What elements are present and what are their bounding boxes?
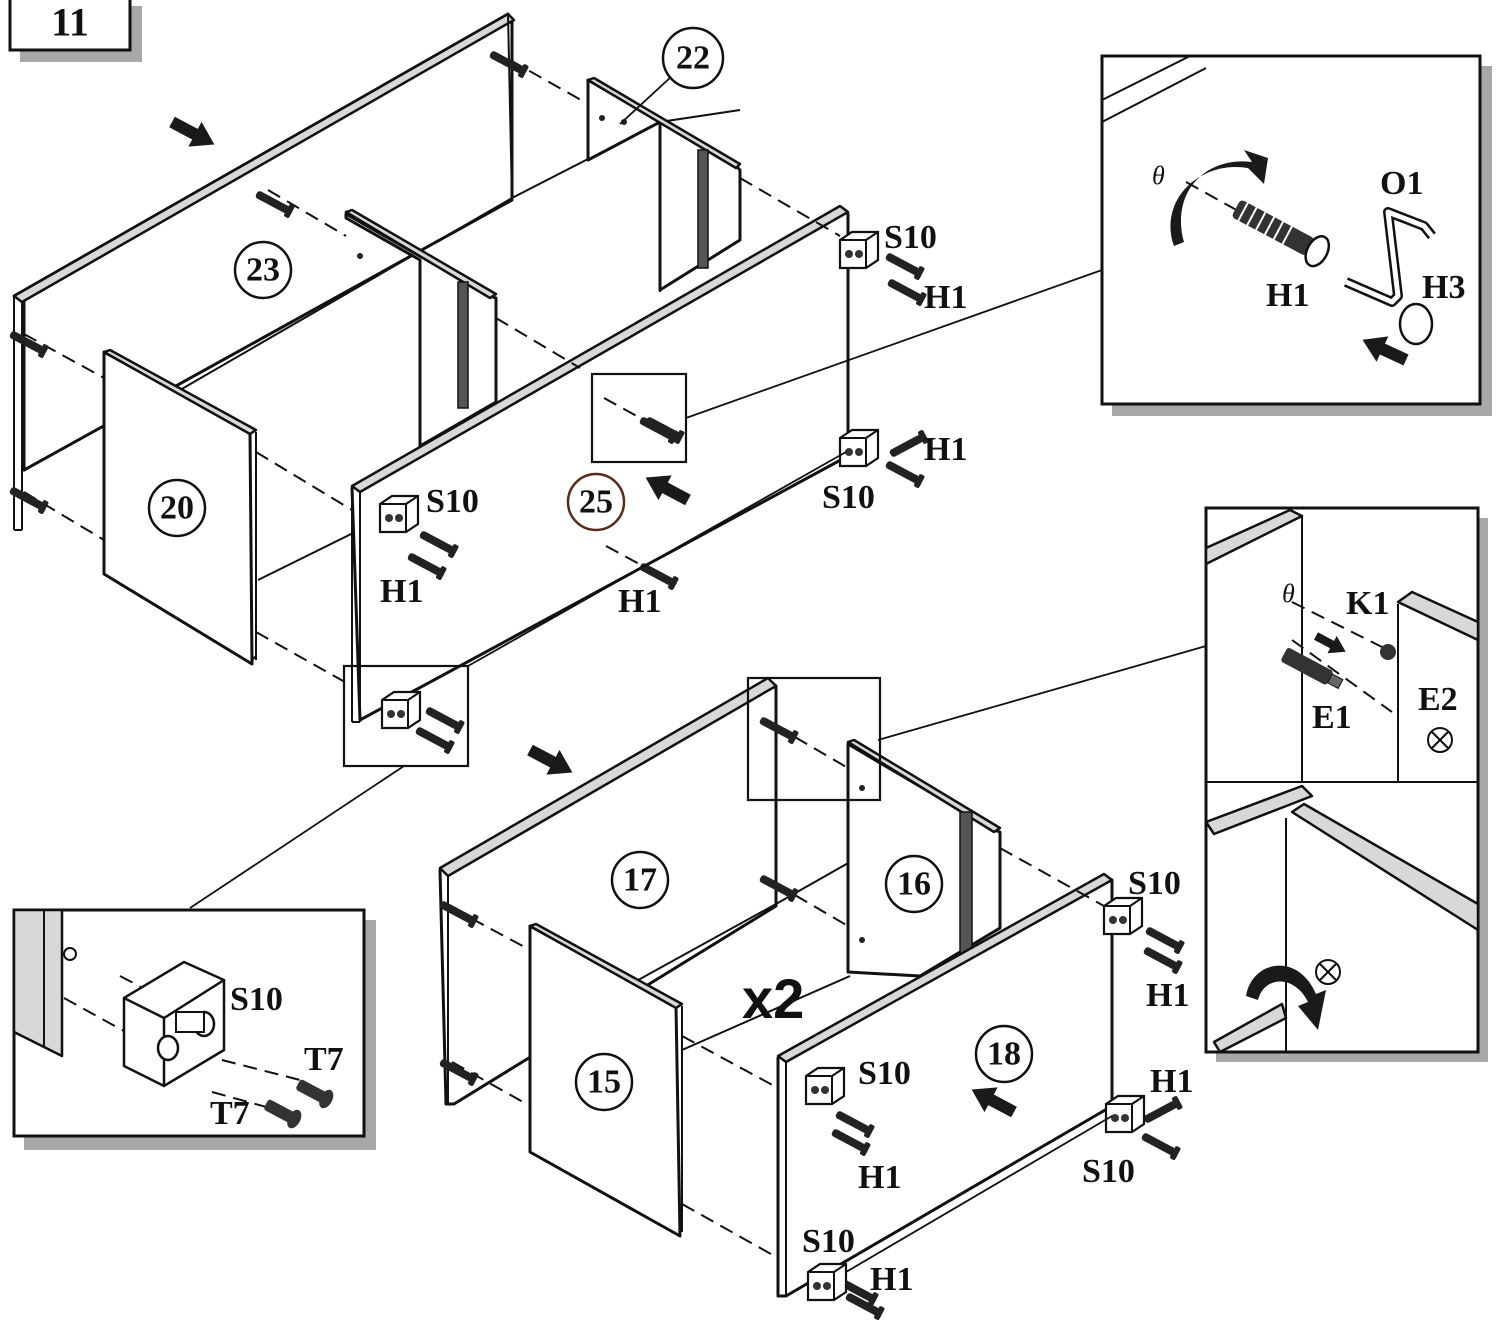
- label-panel-20: 20: [160, 490, 194, 527]
- label-s10: S10: [884, 219, 937, 256]
- label-s10: S10: [858, 1055, 911, 1092]
- label-e1: E1: [1312, 699, 1352, 736]
- label-s10: S10: [802, 1223, 855, 1260]
- label-panel-17: 17: [623, 862, 657, 899]
- label-theta: θ: [1282, 579, 1295, 608]
- label-s10: S10: [230, 981, 283, 1018]
- step-number: 11: [51, 0, 89, 45]
- label-h1: H1: [924, 431, 967, 468]
- label-h1: H1: [870, 1261, 913, 1298]
- inset-block-detail: S10 T7 T7: [12, 908, 376, 1150]
- label-s10: S10: [1082, 1153, 1135, 1190]
- label-t7: T7: [304, 1041, 344, 1078]
- label-panel-25: 25: [579, 484, 613, 521]
- label-panel-16: 16: [897, 866, 931, 903]
- label-panel-23: 23: [246, 252, 280, 289]
- upper-labels: 22 23 20 25 S10 H1 H1 S10 S10 H1 H1: [147, 26, 967, 620]
- label-t7: T7: [210, 1095, 250, 1132]
- label-h1: H1: [858, 1159, 901, 1196]
- label-o1: O1: [1380, 165, 1423, 202]
- inset-cam-lock-detail: θ O1 H1 H3: [1100, 54, 1492, 416]
- label-h1: H1: [618, 583, 661, 620]
- quantity-multiplier: x2: [742, 967, 804, 1030]
- step-number-box: 11: [8, 0, 142, 62]
- panel-22: [586, 78, 742, 292]
- upper-cabinet-assembly: [7, 12, 1103, 909]
- label-s10: S10: [822, 479, 875, 516]
- label-h1: H1: [1146, 977, 1189, 1014]
- label-panel-22: 22: [676, 40, 710, 77]
- label-h1: H1: [1150, 1063, 1193, 1100]
- label-h1: H1: [1266, 277, 1309, 314]
- label-h3: H3: [1422, 269, 1465, 306]
- label-theta: θ: [1152, 161, 1165, 190]
- label-panel-18: 18: [987, 1036, 1021, 1073]
- label-k1: K1: [1346, 585, 1389, 622]
- lower-cabinet-assembly: [437, 676, 1186, 1321]
- inset-connector-detail: θ K1 E1 E2: [877, 506, 1488, 1062]
- label-panel-15: 15: [587, 1064, 621, 1101]
- lower-labels: 17 16 15 18 x2 S10 H1 H1 S10 S10 H1 S10 …: [574, 850, 1193, 1298]
- label-h1: H1: [924, 279, 967, 316]
- label-s10: S10: [1128, 865, 1181, 902]
- label-h1: H1: [380, 573, 423, 610]
- label-e2: E2: [1418, 681, 1458, 718]
- label-s10: S10: [426, 483, 479, 520]
